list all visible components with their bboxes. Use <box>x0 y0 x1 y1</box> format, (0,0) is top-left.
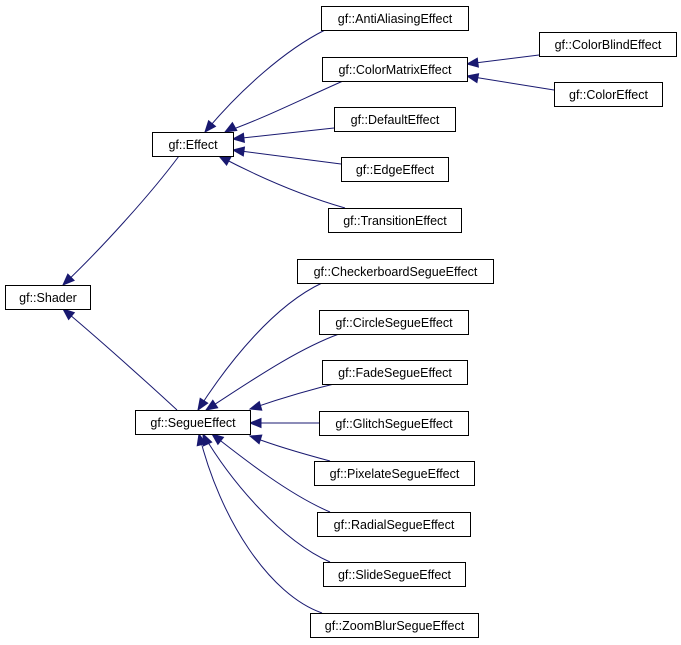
class-node-colormatrix[interactable]: gf::ColorMatrixEffect <box>322 57 468 82</box>
edge-colorblind-to-colormatrix <box>466 54 540 65</box>
class-node-box[interactable] <box>554 82 663 107</box>
arrowhead-colorblind-to-colormatrix <box>465 57 479 68</box>
edge-edge-to-effect <box>232 149 342 165</box>
arrowhead-glitch-to-segue <box>248 417 262 429</box>
class-node-box[interactable] <box>314 461 475 486</box>
class-node-segue[interactable]: gf::SegueEffect <box>135 410 251 435</box>
class-node-box[interactable] <box>135 410 251 435</box>
class-node-box[interactable] <box>310 613 479 638</box>
arrowhead-antialias-to-effect <box>204 119 217 134</box>
arrowhead-segue-to-shader <box>61 308 76 321</box>
edge-checkerboard-to-segue <box>197 282 323 411</box>
class-node-radial[interactable]: gf::RadialSegueEffect <box>317 512 471 537</box>
class-node-pixelate[interactable]: gf::PixelateSegueEffect <box>314 461 475 486</box>
arrowhead-checkerboard-to-segue <box>197 397 209 412</box>
class-node-box[interactable] <box>341 157 449 182</box>
class-node-box[interactable] <box>322 360 468 385</box>
class-node-glitch[interactable]: gf::GlitchSegueEffect <box>319 411 469 436</box>
arrowhead-radial-to-segue <box>210 433 225 446</box>
class-node-edge[interactable]: gf::EdgeEffect <box>341 157 449 182</box>
class-node-box[interactable] <box>317 512 471 537</box>
arrowhead-fade-to-segue <box>248 400 263 411</box>
class-node-antialias[interactable]: gf::AntiAliasingEffect <box>321 6 469 31</box>
arrowhead-zoomblur-to-segue <box>196 432 207 447</box>
class-node-zoomblur[interactable]: gf::ZoomBlurSegueEffect <box>310 613 479 638</box>
arrowhead-edge-to-effect <box>231 146 246 157</box>
edge-pixelate-to-segue <box>249 435 331 462</box>
arrowhead-pixelate-to-segue <box>248 434 263 445</box>
edge-antialias-to-effect <box>204 29 326 133</box>
class-node-slide[interactable]: gf::SlideSegueEffect <box>323 562 466 587</box>
class-node-effect[interactable]: gf::Effect <box>152 132 234 157</box>
edges-layer <box>61 29 555 614</box>
edge-colormatrix-to-effect <box>224 80 344 133</box>
edge-default-to-effect <box>232 127 335 140</box>
class-node-box[interactable] <box>321 6 469 31</box>
arrowhead-circle-to-segue <box>204 399 219 411</box>
edge-effect-to-shader <box>62 155 180 286</box>
edge-zoomblur-to-segue <box>198 433 323 614</box>
edge-color-to-colormatrix <box>466 75 555 91</box>
arrowhead-default-to-effect <box>231 132 245 143</box>
edge-radial-to-segue <box>211 433 331 513</box>
class-node-circle[interactable]: gf::CircleSegueEffect <box>319 310 469 335</box>
class-node-checkerboard[interactable]: gf::CheckerboardSegueEffect <box>297 259 494 284</box>
edge-transition-to-effect <box>218 155 346 209</box>
class-node-box[interactable] <box>322 57 468 82</box>
arrowhead-colormatrix-to-effect <box>223 121 238 133</box>
arrowhead-effect-to-shader <box>62 273 75 286</box>
arrowhead-color-to-colormatrix <box>465 73 480 84</box>
class-node-fade[interactable]: gf::FadeSegueEffect <box>322 360 468 385</box>
class-node-box[interactable] <box>328 208 462 233</box>
class-node-box[interactable] <box>323 562 466 587</box>
edge-slide-to-segue <box>202 433 331 563</box>
edge-fade-to-segue <box>249 381 343 410</box>
class-node-box[interactable] <box>319 310 469 335</box>
edge-circle-to-segue <box>205 333 340 411</box>
class-node-box[interactable] <box>297 259 494 284</box>
class-node-box[interactable] <box>152 132 234 157</box>
class-node-box[interactable] <box>539 32 677 57</box>
class-node-box[interactable] <box>5 285 91 310</box>
class-node-colorblind[interactable]: gf::ColorBlindEffect <box>539 32 677 57</box>
class-node-box[interactable] <box>319 411 469 436</box>
arrowhead-transition-to-effect <box>217 155 232 166</box>
class-node-transition[interactable]: gf::TransitionEffect <box>328 208 462 233</box>
class-node-box[interactable] <box>334 107 456 132</box>
class-node-shader[interactable]: gf::Shader <box>5 285 91 310</box>
class-node-color[interactable]: gf::ColorEffect <box>554 82 663 107</box>
class-node-default[interactable]: gf::DefaultEffect <box>334 107 456 132</box>
edge-segue-to-shader <box>62 308 178 411</box>
